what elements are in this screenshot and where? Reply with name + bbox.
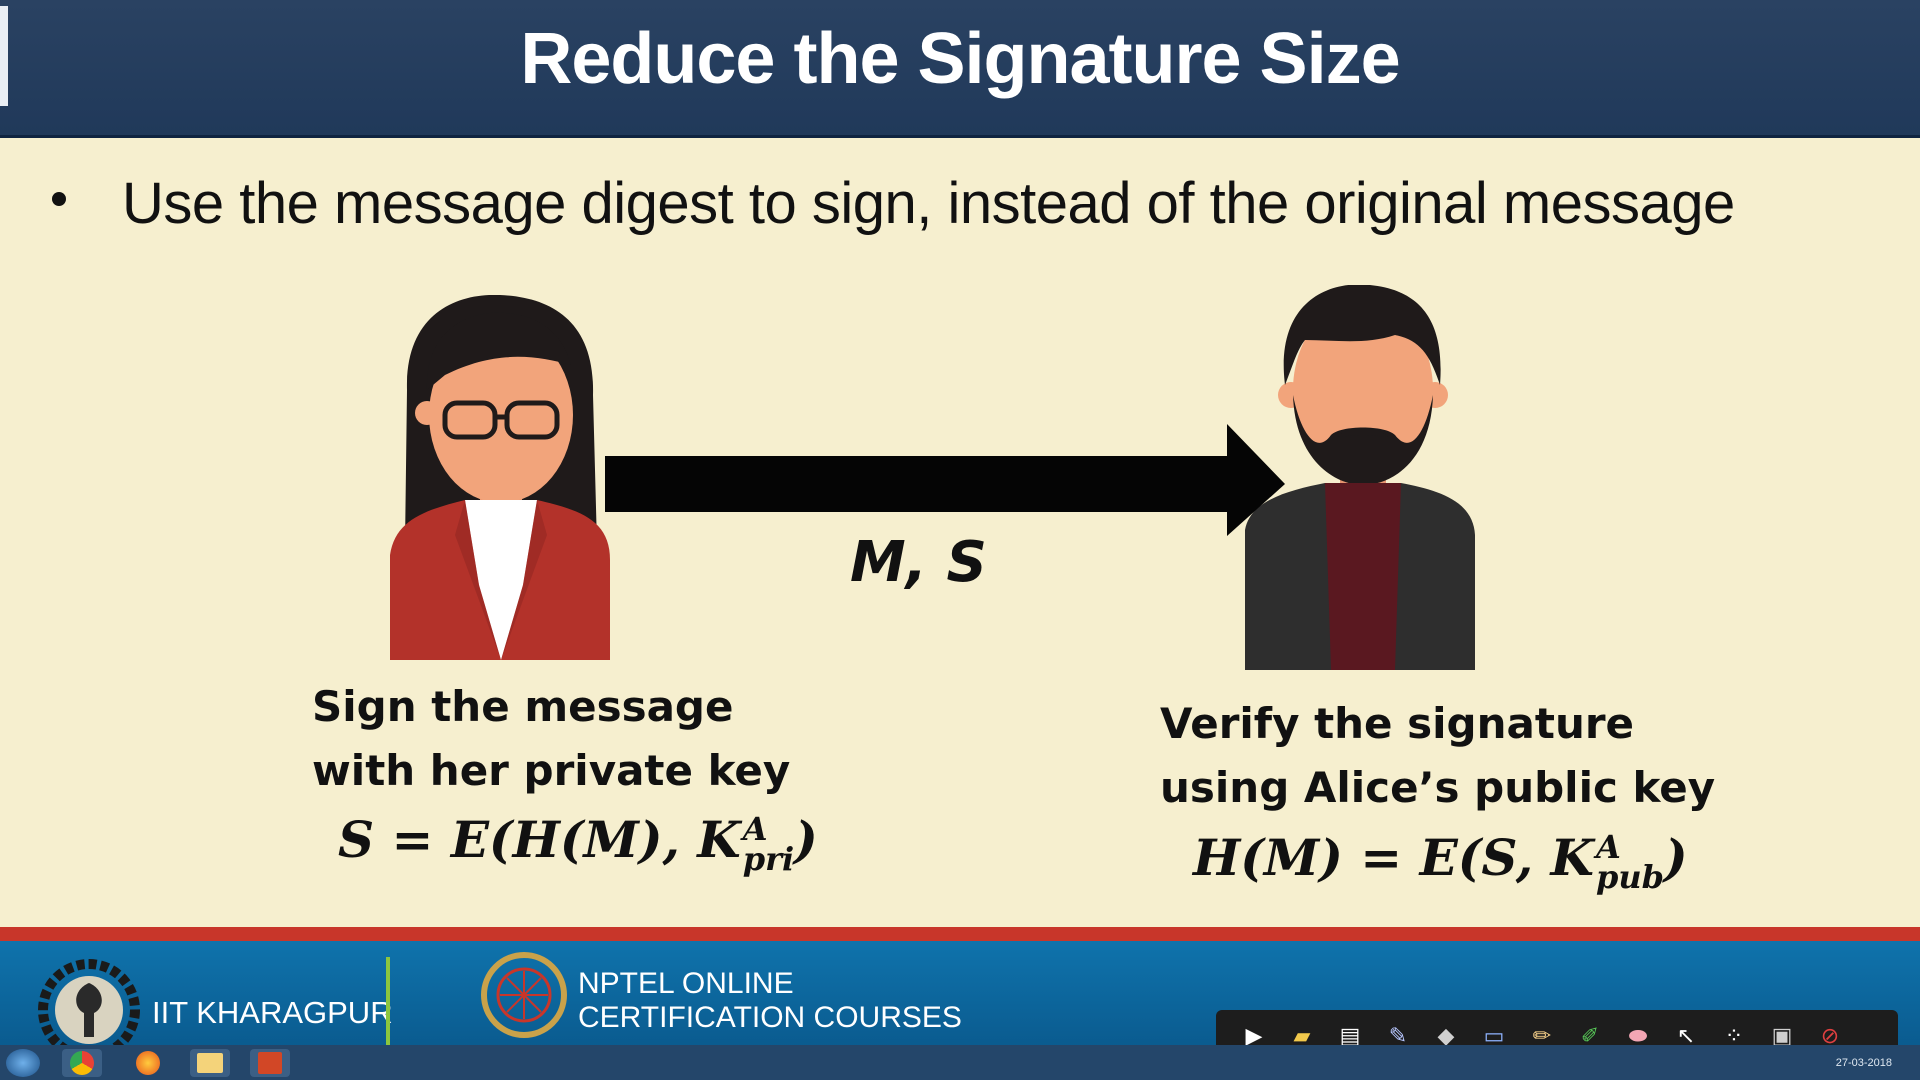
chrome-icon[interactable]	[62, 1049, 102, 1077]
dots-icon[interactable]: ⁘	[1724, 1023, 1744, 1048]
stop-icon[interactable]: ⊘	[1820, 1023, 1840, 1048]
receiver-caption-line1: Verify the signature	[1160, 699, 1635, 748]
bob-shirt	[1325, 483, 1401, 670]
firefox-icon[interactable]	[128, 1049, 168, 1077]
trash-icon[interactable]: ▣	[1771, 1023, 1793, 1048]
sender-caption: Sign the message with her private key	[312, 675, 790, 803]
pen-icon[interactable]: ✎	[1388, 1023, 1408, 1048]
sender-caption-line2: with her private key	[312, 746, 791, 795]
alice-bangs	[426, 312, 571, 390]
bob-moustache	[1337, 428, 1389, 437]
slide-content	[0, 141, 1920, 927]
bob-ear-right	[1422, 382, 1448, 408]
bob-face	[1293, 300, 1433, 480]
folder-icon[interactable]: ▰	[1293, 1023, 1311, 1048]
message-signature-label: M, S	[850, 530, 987, 595]
cursor-icon[interactable]: ↖	[1676, 1023, 1696, 1048]
start-orb-icon[interactable]	[6, 1049, 40, 1077]
verify-formula-sub: pub	[1595, 858, 1664, 896]
message-arrow-icon	[605, 424, 1285, 536]
receiver-caption-line2: using Alice’s public key	[1160, 763, 1716, 812]
slide-title: Reduce the Signature Size	[520, 19, 1400, 99]
arrow-pointer-icon[interactable]: ▶	[1245, 1023, 1263, 1048]
highlighter-icon[interactable]: ◆	[1437, 1023, 1455, 1048]
eraser-icon[interactable]: ⬬	[1628, 1023, 1648, 1048]
alice-shirt	[465, 500, 537, 660]
powerpoint-icon[interactable]	[250, 1049, 290, 1077]
file-explorer-icon[interactable]	[190, 1049, 230, 1077]
verify-formula-end: )	[1664, 828, 1688, 887]
sign-formula-sub: pri	[742, 840, 795, 878]
iit-kharagpur-label: IIT KHARAGPUR	[152, 995, 393, 1030]
footer-divider	[386, 957, 390, 1045]
bob-beard	[1293, 395, 1433, 485]
glasses-icon	[442, 400, 560, 440]
printer-icon[interactable]: ▤	[1339, 1023, 1361, 1048]
alice-figure	[390, 295, 610, 660]
bob-ear-left	[1278, 382, 1304, 408]
nptel-line2: CERTIFICATION COURSES	[578, 1001, 962, 1034]
sender-caption-line1: Sign the message	[312, 682, 734, 731]
window-edge	[0, 6, 8, 106]
bob-figure	[1245, 285, 1475, 670]
sign-formula-main: S = E(H(M), K	[338, 810, 741, 869]
footer-red-stripe	[0, 927, 1920, 941]
verify-formula-sup: A	[1595, 828, 1621, 866]
pencil-icon[interactable]: ✏	[1532, 1023, 1552, 1048]
board-icon[interactable]: ▭	[1483, 1023, 1505, 1048]
sign-formula-end: )	[794, 810, 818, 869]
bullet-dot	[52, 192, 66, 206]
nptel-line1: NPTEL ONLINE	[578, 967, 794, 1000]
tray-date: 27-03-2018	[1835, 1057, 1892, 1069]
receiver-caption: Verify the signature using Alice’s publi…	[1160, 692, 1715, 820]
nptel-label: NPTEL ONLINE CERTIFICATION COURSES	[578, 967, 962, 1035]
slide-title-bar: Reduce the Signature Size	[0, 0, 1920, 138]
marker-icon[interactable]: ✐	[1580, 1023, 1600, 1048]
verify-formula-main: H(M) = E(S, K	[1193, 828, 1594, 887]
alice-ear	[415, 401, 439, 425]
sign-formula-sup: A	[742, 810, 768, 848]
bob-hair	[1283, 285, 1441, 385]
nptel-logo-icon	[481, 952, 567, 1038]
bullet-text: Use the message digest to sign, instead …	[122, 171, 1735, 236]
windows-taskbar: 27-03-2018	[0, 1045, 1920, 1080]
